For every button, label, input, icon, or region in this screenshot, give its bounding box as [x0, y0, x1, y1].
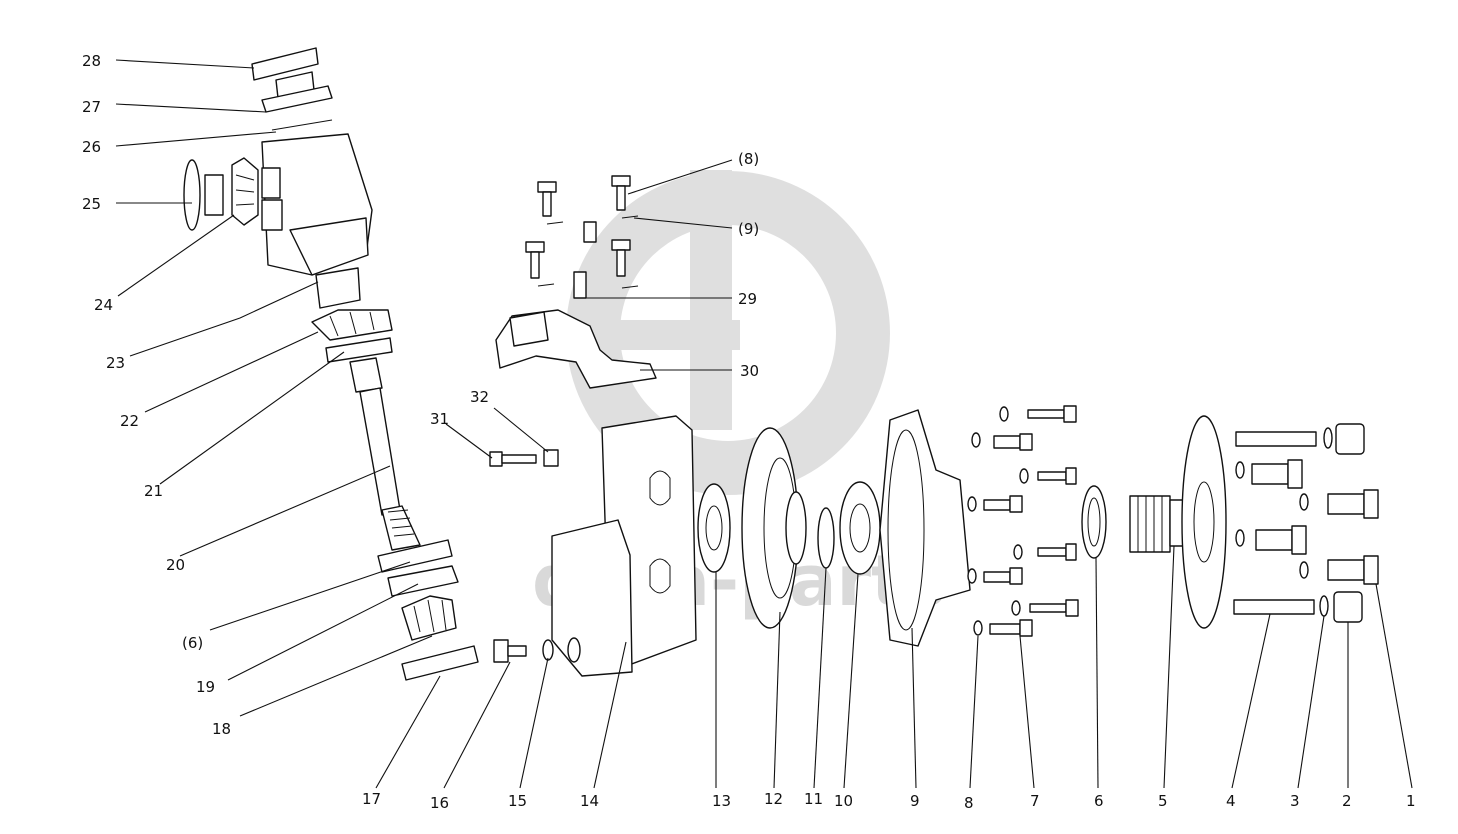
part-8-washer-group — [967, 406, 1029, 636]
label-19: 19 — [196, 678, 215, 696]
label-31: 31 — [430, 410, 449, 428]
label-7: 7 — [1030, 792, 1040, 810]
label-29: 29 — [738, 290, 757, 308]
part-7-bolt-group — [983, 405, 1079, 637]
label-30: 30 — [740, 362, 759, 380]
part-32-nut — [543, 449, 559, 467]
part-30-cover — [495, 309, 657, 389]
part-15-washer — [542, 639, 554, 661]
part-16-bolt — [493, 639, 527, 663]
part-2-nuts — [1333, 423, 1365, 623]
part-26-ring — [271, 119, 333, 131]
part-27-nut — [261, 71, 333, 113]
label-32: 32 — [470, 388, 489, 406]
label-27: 27 — [82, 98, 101, 116]
label-23: 23 — [106, 354, 125, 372]
label-28: 28 — [82, 52, 101, 70]
part-5-hub — [1129, 415, 1227, 629]
part-29-pins — [573, 221, 597, 299]
label-15: 15 — [508, 792, 527, 810]
part-18-bevel-pinion — [401, 595, 457, 641]
label-6: 6 — [1094, 792, 1104, 810]
part-28-cap — [251, 47, 319, 81]
label-26: 26 — [82, 138, 101, 156]
part-13-bearing — [697, 483, 731, 573]
label-20: 20 — [166, 556, 185, 574]
label-1: 1 — [1406, 792, 1416, 810]
label-17: 17 — [362, 790, 381, 808]
part-14-axle-housing — [551, 415, 697, 677]
part-10-bearing — [839, 481, 881, 575]
part-9-washers — [537, 215, 639, 289]
label-16: 16 — [430, 794, 449, 812]
label-p8: (8) — [738, 150, 759, 168]
label-22: 22 — [120, 412, 139, 430]
label-9: 9 — [910, 792, 920, 810]
leader-lines — [115, 59, 1413, 789]
label-2: 2 — [1342, 792, 1352, 810]
part-8-bolts — [525, 175, 631, 279]
label-18: 18 — [212, 720, 231, 738]
label-24: 24 — [94, 296, 113, 314]
label-10: 10 — [834, 792, 853, 810]
part-23-pinion-housing — [261, 133, 373, 309]
part-19-seal — [387, 565, 459, 597]
watermark-logo — [566, 170, 890, 495]
part-4-studs — [1233, 431, 1317, 615]
part-1-bolts — [1251, 459, 1379, 585]
part-17-washer — [401, 645, 479, 681]
part-20-shaft — [349, 357, 421, 551]
label-25: 25 — [82, 195, 101, 213]
label-3: 3 — [1290, 792, 1300, 810]
callout-labels: 28 27 26 25 24 23 22 21 20 (6) 19 18 17 … — [82, 52, 1416, 812]
part-31-bolt — [489, 451, 537, 467]
label-5: 5 — [1158, 792, 1168, 810]
label-11: 11 — [804, 790, 823, 808]
part-24-bevel-gear — [231, 157, 259, 226]
part-3-washers — [1235, 427, 1333, 617]
part-6-seal — [1081, 485, 1107, 559]
part-25-disc — [183, 159, 224, 231]
label-21: 21 — [144, 482, 163, 500]
part-21-washer — [325, 337, 393, 363]
part-11-circlip — [817, 507, 835, 569]
part-9-flange-housing — [879, 409, 971, 647]
label-8: 8 — [964, 794, 974, 812]
label-p9: (9) — [738, 220, 759, 238]
label-4: 4 — [1226, 792, 1236, 810]
part-22-bevel-ring — [311, 309, 393, 341]
label-14: 14 — [580, 792, 599, 810]
part-6-washer — [377, 539, 453, 573]
label-12: 12 — [764, 790, 783, 808]
part-12-ring-gear — [741, 427, 807, 629]
label-13: 13 — [712, 792, 731, 810]
label-p6: (6) — [182, 634, 203, 652]
